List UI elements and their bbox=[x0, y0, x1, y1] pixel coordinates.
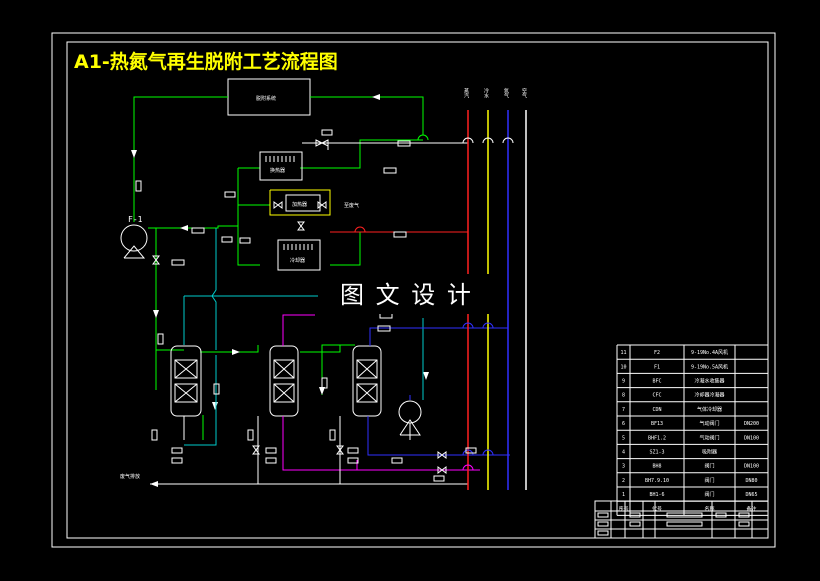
bom-cell: 阀门 bbox=[704, 477, 714, 484]
bom-cell: BF13 bbox=[651, 421, 663, 427]
bom-cell: 5 bbox=[622, 435, 625, 441]
bom-cell: 4 bbox=[622, 450, 625, 456]
bom-cell: F1 bbox=[654, 364, 660, 370]
bom-cell: 冷却器冷凝器 bbox=[694, 392, 724, 399]
yellow-pipes bbox=[269, 189, 331, 216]
outer-frame bbox=[51, 32, 776, 548]
bom-table: 11 F2 9-19No.4A风机 10 F1 9-19No.5A风机 9 BFC 冷凝水收集器… bbox=[616, 344, 769, 516]
bom-cell: BH7.9.10 bbox=[645, 478, 669, 484]
bom-cell: DN100 bbox=[744, 464, 759, 470]
exhaust-label: 废气排放 bbox=[120, 473, 140, 480]
adsorber-2 bbox=[269, 345, 299, 417]
bom-cell: 3 bbox=[622, 464, 625, 470]
heat-exchanger-1: 换热器 bbox=[259, 151, 303, 181]
bom-cell: 8 bbox=[622, 393, 625, 399]
bom-cell: 气体冷却器 bbox=[697, 406, 722, 413]
bom-cell: 冷凝水收集器 bbox=[694, 378, 724, 385]
bom-cell: DN200 bbox=[744, 421, 759, 427]
bom-header-cell: 名称 bbox=[704, 505, 714, 512]
header-label-nitrogen: 氮气 bbox=[503, 87, 509, 98]
bom-cell: 6 bbox=[622, 421, 625, 427]
bom-cell: DN80 bbox=[745, 478, 757, 484]
header-label-steam: 蒸汽 bbox=[463, 87, 469, 98]
bom-cell: CFC bbox=[652, 393, 661, 399]
top-equipment-label: 脱附系统 bbox=[256, 95, 276, 102]
inner-frame bbox=[66, 41, 769, 539]
bom-cell: 7 bbox=[622, 407, 625, 413]
bom-cell: DN100 bbox=[744, 435, 759, 441]
hx-label-1: 换热器 bbox=[270, 167, 285, 174]
heat-exchanger-2: 加热器 bbox=[285, 194, 321, 212]
valves bbox=[152, 139, 447, 474]
bom-cell: BHF1.2 bbox=[648, 435, 666, 441]
hx-label-2: 加热器 bbox=[292, 201, 307, 208]
bom-cell: DN65 bbox=[745, 492, 757, 498]
adsorber-3 bbox=[352, 345, 382, 417]
bom-cell: 阀门 bbox=[704, 463, 714, 470]
watermark-text: 图 文 设 计 bbox=[340, 281, 473, 309]
bom-cell: 11 bbox=[620, 350, 626, 356]
bom-cell: 9-19No.4A风机 bbox=[691, 349, 728, 356]
bom-cell: BH8 bbox=[652, 464, 661, 470]
heat-exchanger-3: 冷却器 bbox=[277, 239, 321, 271]
bom-cell: CDN bbox=[652, 407, 661, 413]
bom-cell: 10 bbox=[620, 364, 626, 370]
instrument-tags bbox=[135, 129, 477, 482]
bom-cell: 9 bbox=[622, 379, 625, 385]
bom-cell: BFC bbox=[652, 379, 661, 385]
bom-header-cell: 代号 bbox=[652, 505, 662, 512]
bom-cell: 2 bbox=[622, 478, 625, 484]
waste-gas-label: 至废气 bbox=[344, 202, 359, 209]
drawing-title: A1-热氮气再生脱附工艺流程图 bbox=[74, 50, 338, 73]
bom-header-cell: 序号 bbox=[618, 505, 628, 512]
bom-cell: F2 bbox=[654, 350, 660, 356]
magenta-pipes bbox=[282, 314, 480, 471]
bom-cell: 9-19No.5A风机 bbox=[691, 363, 728, 370]
pump-f1: F-1 bbox=[120, 215, 148, 259]
header-label-coldwater: 冷水 bbox=[483, 87, 489, 98]
pump-label: F-1 bbox=[128, 215, 143, 224]
bom-cell: 1 bbox=[622, 492, 625, 498]
bom-cell: 阀门 bbox=[704, 491, 714, 498]
crossing-arcs bbox=[354, 134, 514, 471]
header-label-air: 空气 bbox=[521, 87, 527, 98]
bom-cell: SZ1-3 bbox=[649, 450, 664, 456]
green-pipes bbox=[133, 96, 424, 440]
hx-label-3: 冷却器 bbox=[290, 257, 305, 264]
bom-cell: BH1-6 bbox=[649, 492, 664, 498]
white-pipes bbox=[150, 142, 468, 485]
adsorber-1 bbox=[170, 345, 202, 417]
bom-cell: 吸附器 bbox=[702, 449, 717, 456]
watermark-backdrop bbox=[318, 274, 500, 314]
bom-cell: 气动阀门 bbox=[699, 420, 719, 427]
title-block bbox=[594, 500, 769, 539]
bom-cell: 气动阀门 bbox=[699, 434, 719, 441]
